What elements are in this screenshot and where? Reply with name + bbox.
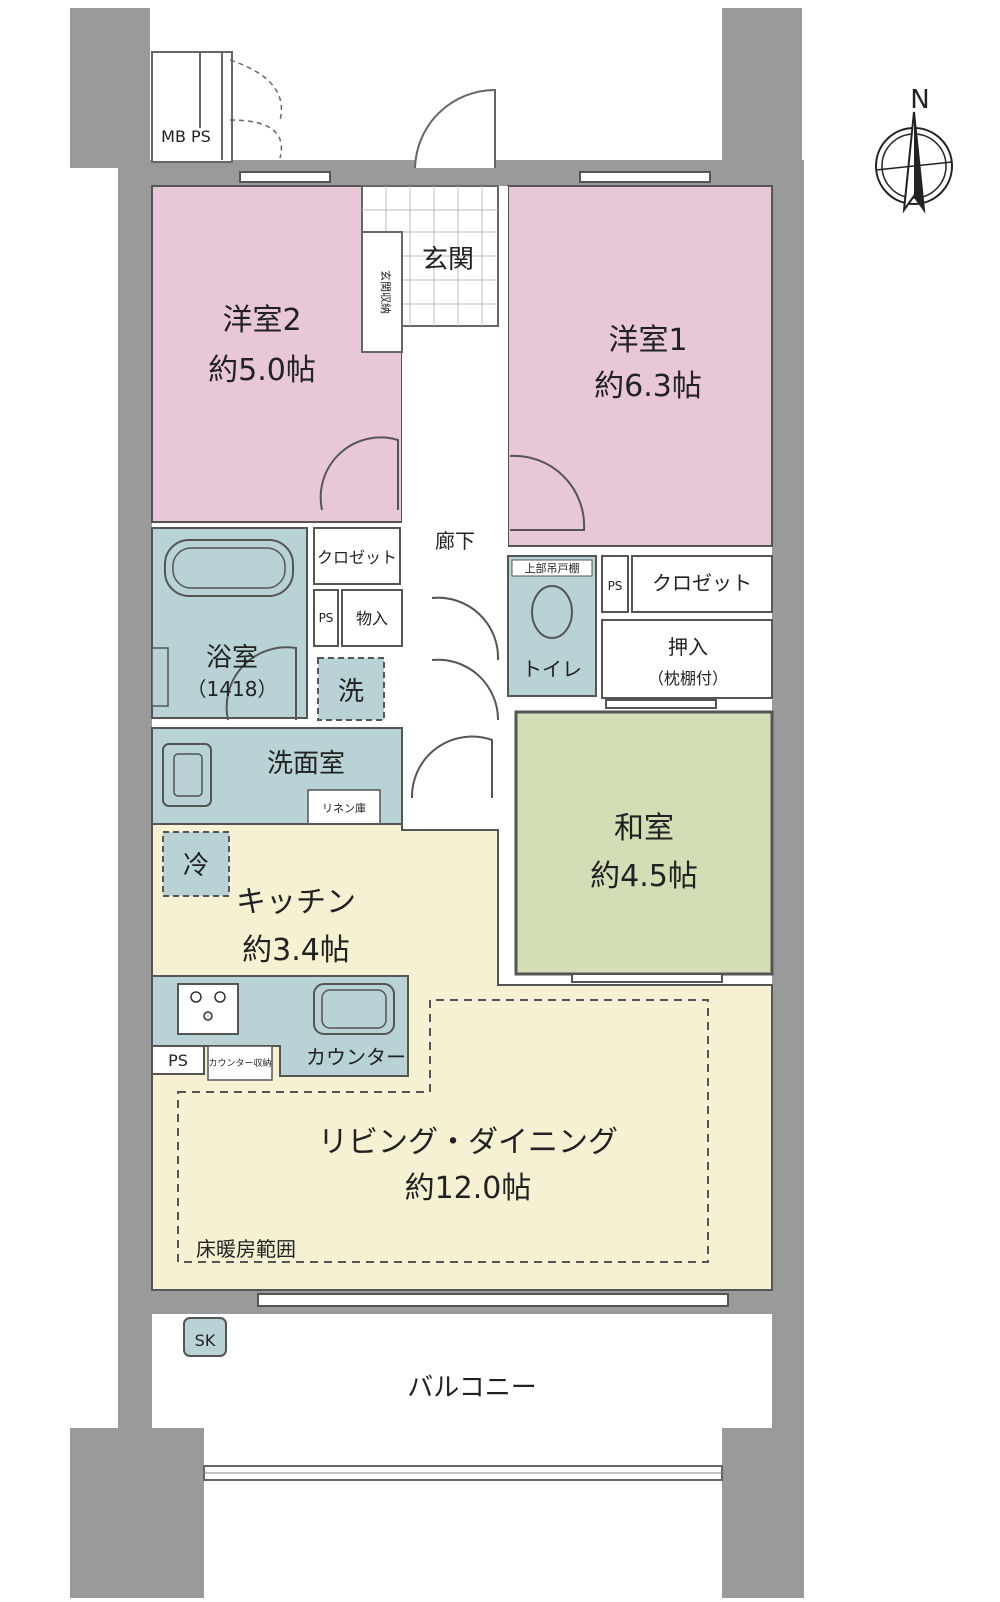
hallway-label: 廊下 [435,529,475,553]
windows [239,171,729,1307]
closet-w2-label: クロゼット [317,548,397,567]
ps-label-1: PS [319,611,334,625]
washroom-label: 洗面室 [267,749,345,779]
oshiire-box [601,619,773,699]
floor-heating-range [177,999,709,1263]
toilet-label: トイレ [522,657,582,681]
japanese-room [514,710,774,976]
western-room-1-name: 洋室1 [608,323,687,358]
closet-w1-label: クロゼット [652,571,752,595]
fridge-label: 冷 [183,851,209,881]
counter-storage-label: カウンター収納 [208,1057,271,1069]
ps-box-2 [601,555,629,613]
oshiire-note-label: （枕棚付） [648,669,728,688]
north-label: N [910,85,929,115]
counter-label: カウンター [306,1045,406,1069]
japanese-room-name: 和室 [614,811,674,846]
living-size: 約12.0帖 [405,1171,532,1206]
ps-box-3 [151,1045,205,1075]
toilet-storage-label: 上部吊戸棚 [525,561,580,575]
floor-heating-label: 床暖房範囲 [196,1237,296,1261]
ps-label-3: PS [168,1051,188,1070]
front-door-swing [414,88,496,169]
closet-w2-box [313,527,401,585]
kitchen-counter [151,975,409,1077]
fridge-space [162,831,230,897]
western-room-2-name: 洋室2 [222,303,301,338]
structural-walls [70,8,804,1598]
bath-size-label: （1418） [187,677,278,701]
kitchen-ldk-area [151,823,773,1291]
western-room-1 [507,185,773,547]
north-compass-icon [875,111,953,214]
japanese-room-size: 約4.5帖 [590,859,698,894]
storage-label: 物入 [356,609,388,628]
kitchen-name: キッチン [236,885,356,920]
ps-label-2: PS [608,579,623,593]
balcony-label: バルコニー [407,1373,536,1403]
living-name: リビング・ダイニング [318,1125,618,1160]
counter-storage-box [207,1045,273,1081]
ps-box-1 [313,589,339,647]
toilet-room [507,555,597,697]
storage-box [341,589,403,647]
western-room-2-size: 約5.0帖 [208,353,316,388]
oshiire-label: 押入 [668,635,708,659]
bath-label: 浴室 [206,643,258,673]
western-room-1-size: 約6.3帖 [594,369,702,404]
entrance-label: 玄関 [422,245,474,275]
washroom [151,657,403,825]
sk-label: SK [195,1331,216,1350]
mb-ps-label: MB PS [161,127,211,146]
entrance [361,185,499,353]
kitchen-size: 約3.4帖 [242,933,350,968]
entrance-storage-label: 玄関収納 [379,270,393,314]
closet-w1-box [631,555,773,613]
washer-label: 洗 [338,677,364,707]
sk-sink [183,1317,227,1357]
linen-label: リネン庫 [322,801,366,815]
door-swings [225,436,586,799]
mb-ps-area [151,51,283,163]
